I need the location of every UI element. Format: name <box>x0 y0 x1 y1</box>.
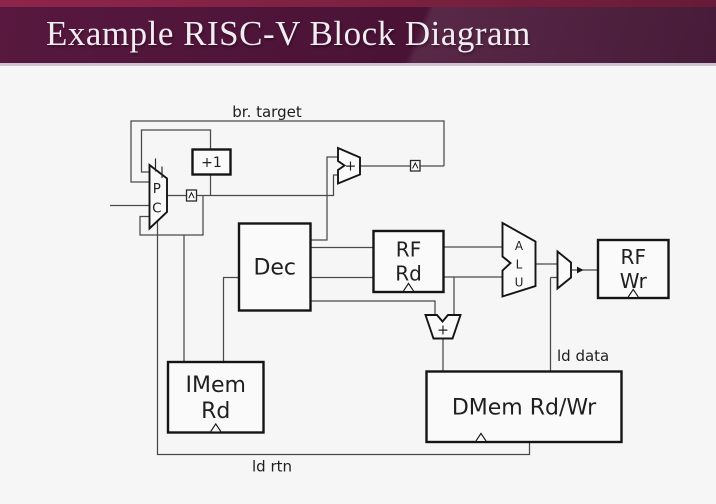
ld-rtn-label: ld rtn <box>252 458 292 476</box>
alu-label-2: U <box>515 276 524 290</box>
wire-pc-to-branch-adder <box>332 174 338 196</box>
dmem-block-label: DMem Rd/Wr <box>452 395 597 420</box>
plus-one-block <box>191 148 232 176</box>
address-adder <box>424 314 462 340</box>
branch-adder <box>337 146 361 185</box>
clock-edge-icon <box>475 432 487 442</box>
regfile-write-block-label: Wr <box>620 269 648 293</box>
clock-edge-icon <box>412 161 419 169</box>
regfile-write-block-label: RF <box>621 245 646 269</box>
regfile-write-block <box>596 238 670 300</box>
imem-block <box>166 360 265 434</box>
wire-ld-data-wire <box>549 276 558 372</box>
title-bar-accent-strip <box>0 0 716 7</box>
wire-dec-imm-to-address-adder <box>310 300 436 315</box>
alu-label-0: A <box>515 239 524 253</box>
pc-mux <box>148 163 168 231</box>
wb-wire-arrow <box>577 266 584 274</box>
wire-dec-imm-to-branch-adder <box>310 156 338 241</box>
pc-mux-label-0: P <box>153 181 161 197</box>
br-target-label: br. target <box>232 103 302 121</box>
clock-edge-icon <box>403 282 414 292</box>
ld-data-label: ld data <box>557 347 609 365</box>
clock-edge-icon <box>210 422 222 432</box>
slide-title: Example RISC-V Block Diagram <box>46 14 531 53</box>
wire-plus1-loop <box>140 129 212 173</box>
regfile-read-block-label: RF <box>396 238 421 262</box>
branch-adder-label-0: + <box>345 159 357 175</box>
clock-edge-icon <box>188 191 195 199</box>
regfile-read-block <box>372 229 445 294</box>
plus-one-block-label: +1 <box>201 155 222 171</box>
clock-edge-icon <box>627 288 639 298</box>
wire-br-target-loop <box>130 120 445 183</box>
decoder-block-label: Dec <box>253 256 296 281</box>
decoder-block <box>237 222 312 312</box>
title-bar: Example RISC-V Block Diagram <box>0 0 716 66</box>
pc-mux-label-1: C <box>152 201 161 217</box>
dmem-block <box>425 370 623 444</box>
writeback-mux <box>556 249 572 291</box>
wire-pc-feedback-loop <box>139 195 204 236</box>
alu-label-1: L <box>516 258 523 272</box>
alu <box>501 221 537 298</box>
regfile-read-block-label: Rd <box>395 261 422 285</box>
imem-block-label: IMem <box>186 373 246 398</box>
address-adder-label-0: + <box>437 323 449 339</box>
wire-imem-instr-to-dec <box>222 276 239 362</box>
wire-ld-rtn-wire <box>156 221 531 456</box>
imem-block-label: Rd <box>201 399 230 424</box>
